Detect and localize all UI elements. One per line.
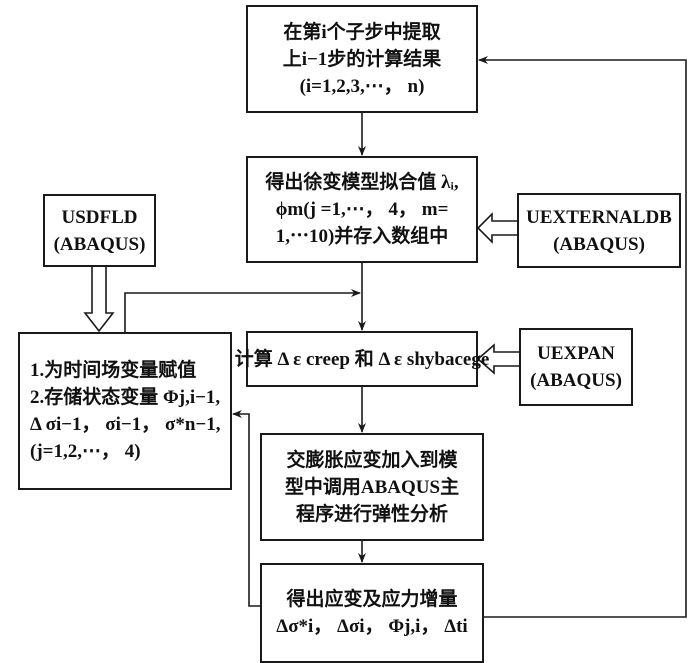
extract-line-1: 在第i个子步中提取 — [283, 21, 441, 43]
connector-layer — [83, 56, 687, 624]
state-line-3: Δ σi−1， σi−1， σ*n−1, — [30, 414, 221, 435]
state-line-4: (j=1,2,⋯， 4) — [30, 441, 141, 462]
calc-line-1: 计算 Δ ε creep 和 Δ ε shybacege — [234, 348, 490, 370]
fit-line-1: 得出徐变模型拟合值 λᵢ, — [265, 172, 459, 193]
state-line-1: 1.为时间场变量赋值 — [30, 360, 197, 381]
arrow-state-to-calc — [124, 289, 361, 332]
usdfld-line-1: USDFLD — [61, 206, 138, 228]
result-line-1: 得出应变及应力增量 — [286, 589, 458, 610]
hollow-arrow-usdfld — [83, 266, 115, 333]
fit-line-3: 1,⋯10)并存入数组中 — [275, 226, 449, 247]
result-line-2: Δσ*i， Δσi， Φj,i， Δti — [276, 616, 468, 637]
loop-arrow-result-to-extract — [361, 56, 687, 624]
uexternaldb-line-2: (ABAQUS) — [553, 233, 645, 255]
uexpan-line-2: (ABAQUS) — [530, 370, 622, 391]
apply-strain-box: 交膨胀应变加入到模 型中调用ABAQUS主 程序进行弹性分析 — [260, 433, 484, 541]
extract-results-box: 在第i个子步中提取 上i−1步的计算结果 (i=1,2,3,⋯， n) — [246, 5, 478, 113]
hollow-arrow-uexpan — [476, 343, 519, 375]
fit-values-box: 得出徐变模型拟合值 λᵢ, ϕm(j =1,⋯， 4， m= 1,⋯10)并存入… — [246, 156, 478, 263]
state-line-2: 2.存储状态变量 Φj,i−1, — [30, 387, 221, 408]
hollow-arrow-uexternaldb — [476, 212, 517, 244]
apply-line-3: 程序进行弹性分析 — [295, 503, 448, 525]
calc-strain-box: 计算 Δ ε creep 和 Δ ε shybacege — [235, 331, 489, 387]
apply-line-2: 型中调用ABAQUS主 — [284, 476, 460, 498]
state-variables-box: 1.为时间场变量赋值 2.存储状态变量 Φj,i−1, Δ σi−1， σi−1… — [18, 332, 232, 490]
apply-line-1: 交膨胀应变加入到模 — [286, 449, 458, 471]
usdfld-line-2: (ABAQUS) — [53, 233, 146, 255]
result-increments-box: 得出应变及应力增量 Δσ*i， Δσi， Φj,i， Δti — [260, 563, 484, 663]
uexternaldb-box: UEXTERNALDB (ABAQUS) — [517, 193, 681, 268]
uexpan-line-1: UEXPAN — [537, 343, 615, 364]
fit-line-2: ϕm(j =1,⋯， 4， m= — [275, 199, 449, 220]
extract-line-3: (i=1,2,3,⋯， n) — [299, 75, 425, 97]
uexternaldb-line-1: UEXTERNALDB — [526, 206, 672, 228]
uexpan-box: UEXPAN (ABAQUS) — [519, 328, 633, 406]
arrow-result-to-state — [232, 410, 260, 607]
extract-line-2: 上i−1步的计算结果 — [282, 48, 442, 70]
usdfld-box: USDFLD (ABAQUS) — [43, 194, 156, 267]
